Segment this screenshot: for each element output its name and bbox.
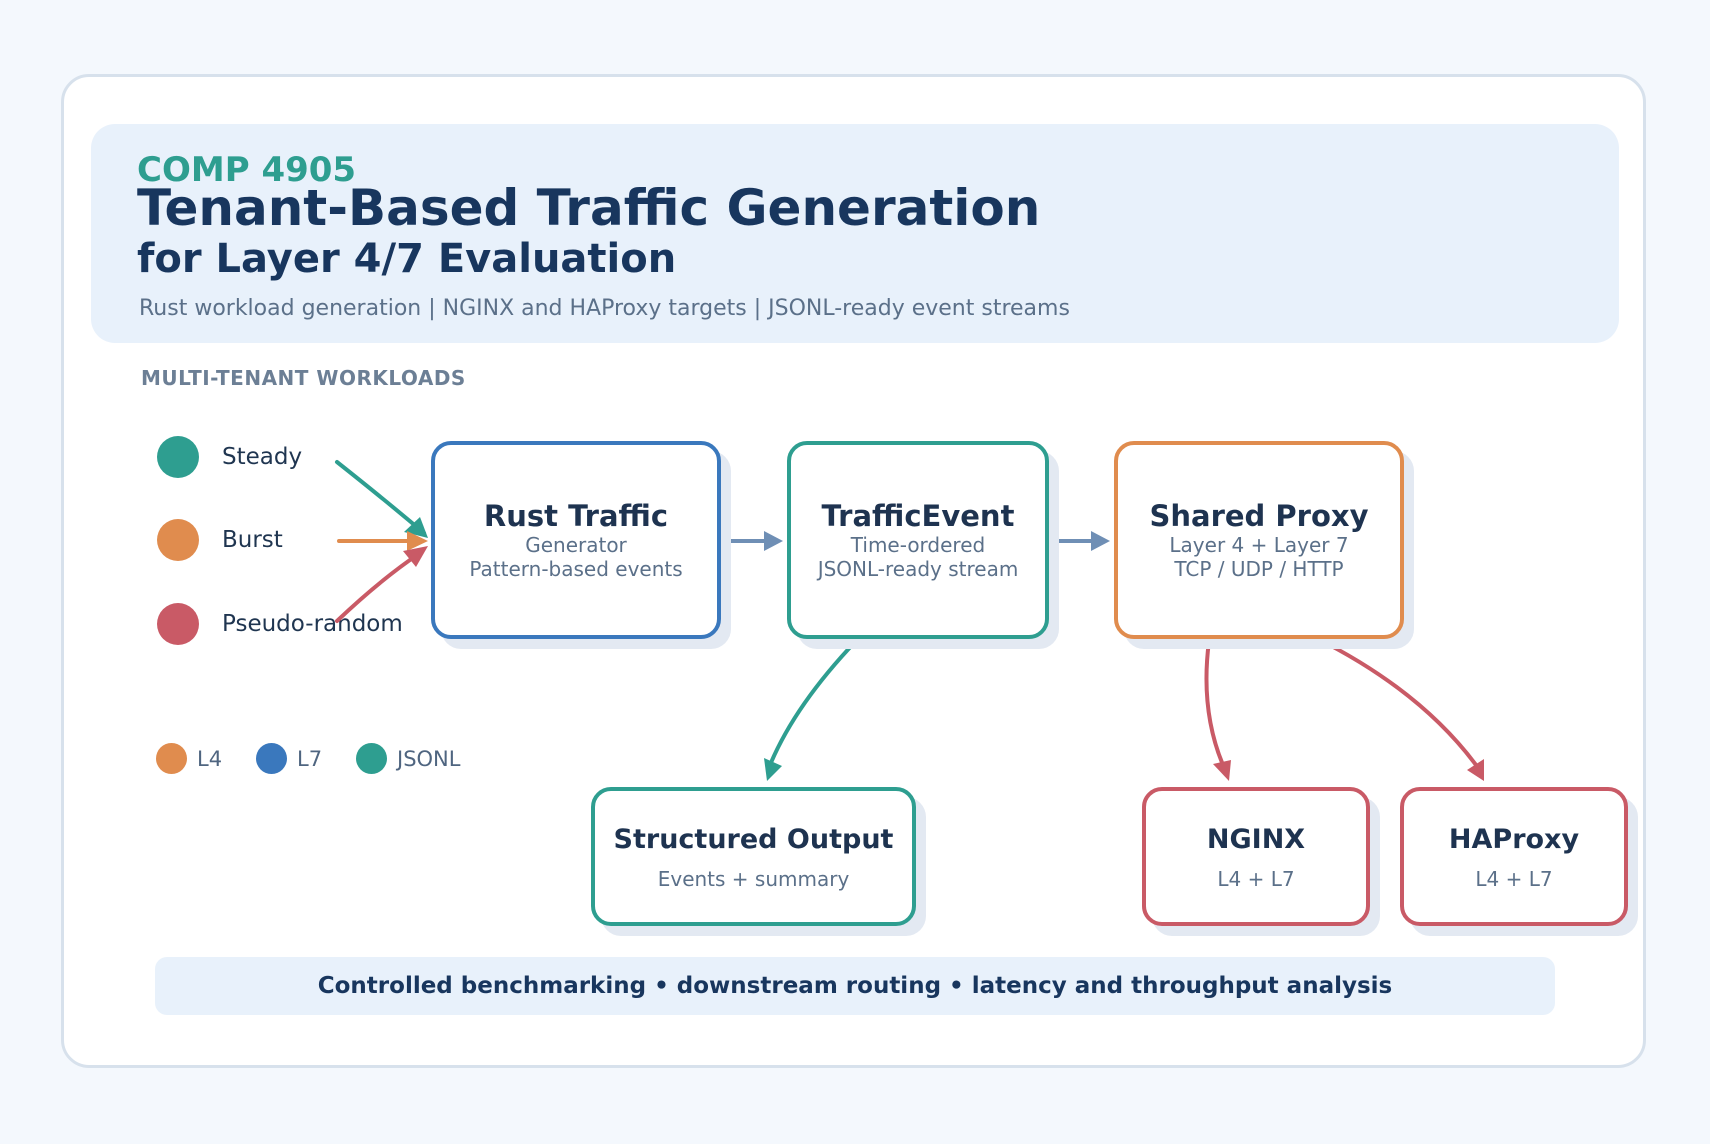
legend-label-l4: L4 — [197, 747, 223, 771]
node-structured-output-title: Structured Output — [613, 823, 894, 855]
node-shared-proxy-line2: TCP / UDP / HTTP — [1174, 557, 1344, 581]
node-traffic-event-line2: JSONL-ready stream — [817, 557, 1019, 581]
workload-dot-pseudo-random — [157, 603, 199, 645]
node-structured-output: Structured Output Events + summary — [591, 787, 916, 926]
legend-label-jsonl: JSONL — [397, 747, 461, 771]
workload-dot-burst — [157, 519, 199, 561]
workload-label-burst: Burst — [222, 527, 283, 553]
node-nginx-title: NGINX — [1206, 823, 1306, 855]
node-shared-proxy-title: Shared Proxy — [1149, 499, 1369, 533]
node-structured-output-line1: Events + summary — [657, 866, 850, 891]
legend-dot-l4 — [156, 743, 187, 774]
node-shared-proxy-line1: Layer 4 + Layer 7 — [1169, 533, 1349, 557]
node-rust-traffic-title: Rust Traffic — [483, 499, 669, 533]
node-haproxy: HAProxy L4 + L7 — [1400, 787, 1628, 926]
node-rust-traffic-line2: Pattern-based events — [469, 557, 683, 581]
footer-text: Controlled benchmarking • downstream rou… — [317, 973, 1393, 999]
node-haproxy-line1: L4 + L7 — [1475, 866, 1553, 891]
workloads-section-label: MULTI-TENANT WORKLOADS — [141, 366, 466, 390]
page-subtitle: Rust workload generation | NGINX and HAP… — [139, 296, 1070, 321]
footer-banner: Controlled benchmarking • downstream rou… — [155, 957, 1555, 1015]
node-rust-traffic-line1: Generator — [525, 533, 627, 557]
workload-label-steady: Steady — [222, 444, 303, 470]
legend-label-l7: L7 — [297, 747, 323, 771]
legend-dot-jsonl — [356, 743, 387, 774]
node-shared-proxy: Shared Proxy Layer 4 + Layer 7 TCP / UDP… — [1114, 441, 1404, 639]
workload-label-pseudo-random: Pseudo-random — [222, 611, 403, 637]
header-panel — [91, 124, 1619, 343]
page-title: Tenant-Based Traffic Generation — [137, 179, 1041, 237]
legend-dot-l7 — [256, 743, 287, 774]
node-rust-traffic: Rust Traffic Generator Pattern-based eve… — [431, 441, 721, 639]
course-code: COMP 4905 — [137, 150, 357, 190]
node-traffic-event-title: TrafficEvent — [821, 499, 1015, 533]
node-nginx-line1: L4 + L7 — [1217, 866, 1295, 891]
node-nginx: NGINX L4 + L7 — [1142, 787, 1370, 926]
page-title-line2: for Layer 4/7 Evaluation — [137, 236, 677, 282]
node-traffic-event-line1: Time-ordered — [850, 533, 986, 557]
node-traffic-event: TrafficEvent Time-ordered JSONL-ready st… — [787, 441, 1049, 639]
node-haproxy-title: HAProxy — [1448, 823, 1580, 855]
workload-dot-steady — [157, 436, 199, 478]
